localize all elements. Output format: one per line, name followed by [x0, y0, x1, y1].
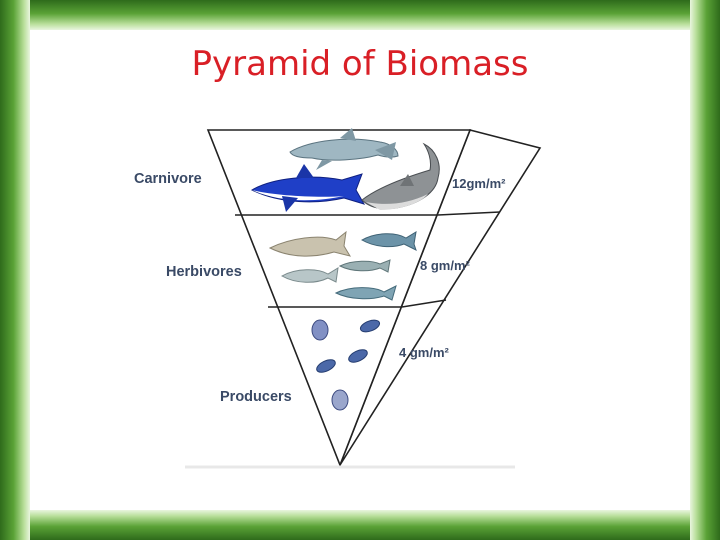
level-label-herbivores: Herbivores: [166, 264, 242, 280]
biomass-value-carnivore: 12gm/m²: [452, 176, 506, 191]
level-label-producers: Producers: [220, 389, 292, 405]
biomass-value-producers: 4 gm/m²: [399, 345, 450, 360]
level-label-carnivore: Carnivore: [134, 171, 202, 187]
biomass-value-herbivores: 8 gm/m²: [420, 258, 471, 273]
